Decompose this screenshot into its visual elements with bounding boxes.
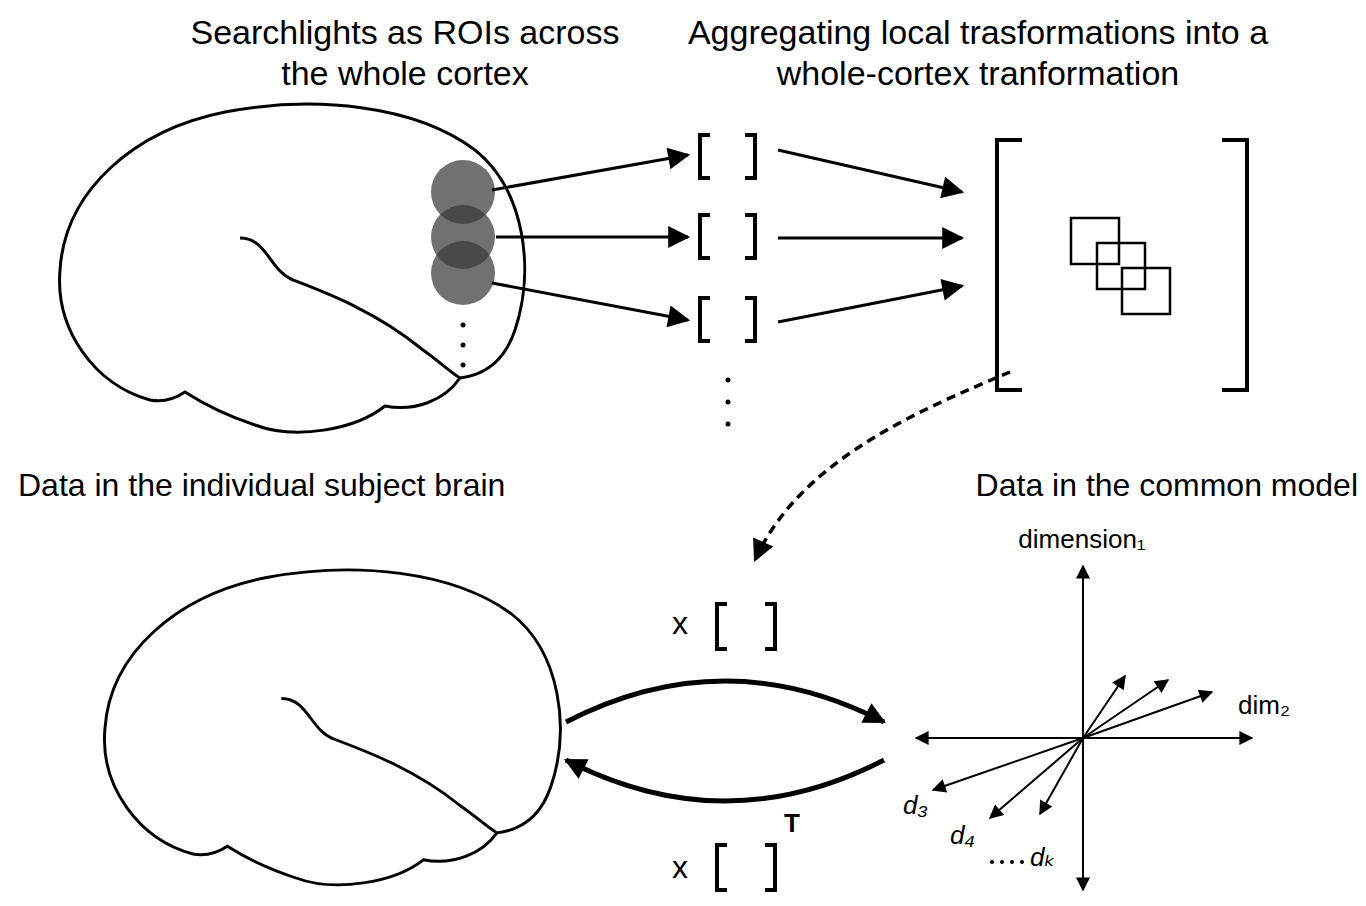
matrix-bracket (700, 298, 755, 341)
arrow (778, 237, 962, 240)
arrow (778, 150, 962, 192)
axis-label: dim₂ (1238, 690, 1290, 722)
searchlight-circles (431, 160, 495, 368)
axes (916, 566, 1252, 890)
block-square (1071, 218, 1119, 264)
big-matrix (997, 140, 1247, 390)
axis (1082, 566, 1084, 738)
matrix-brackets (717, 604, 775, 890)
transform-arrow (566, 681, 884, 722)
block-square (1122, 268, 1170, 314)
transpose-mark: T (784, 808, 800, 840)
ellipsis-dot (461, 343, 466, 348)
matrix-brackets (700, 135, 755, 341)
ellipsis (726, 378, 731, 427)
vector (1083, 680, 1168, 738)
axis (1082, 738, 1084, 890)
vector (1083, 692, 1212, 738)
ellipsis-dot (1020, 860, 1024, 864)
matrix-bracket (997, 140, 1022, 390)
axis (1083, 737, 1252, 739)
ellipsis-dot (726, 400, 731, 405)
arrow (492, 155, 688, 190)
axis-label: dimension₁ (1018, 524, 1145, 556)
axis-label: d₃ (903, 790, 928, 822)
dashed-arrow (755, 372, 1010, 560)
arrows (492, 150, 962, 322)
matrix-bracket (700, 135, 755, 178)
section-label: Data in the common model (976, 466, 1358, 505)
sylvian-fissure (240, 238, 460, 378)
vector (1040, 738, 1083, 814)
ellipsis (990, 860, 1024, 864)
axis (916, 737, 1083, 739)
ellipsis-dot (1010, 860, 1014, 864)
matrix-bracket (717, 845, 775, 890)
searchlight (431, 241, 495, 305)
operator-symbol: x (672, 604, 688, 643)
matrix-bracket (700, 215, 755, 258)
sylvian-fissure (281, 698, 497, 832)
axis-label: dₖ (1030, 842, 1056, 874)
matrix-bracket (1222, 140, 1247, 390)
brain-outline (60, 104, 525, 432)
panel-heading: Searchlights as ROIs across the whole co… (185, 12, 625, 95)
transform-arrow (566, 760, 884, 801)
ellipsis-dot (461, 363, 466, 368)
operator-symbol: x (672, 848, 688, 887)
ellipsis-dot (726, 422, 731, 427)
ellipsis-dot (726, 378, 731, 383)
ellipsis-dot (461, 323, 466, 328)
vector (990, 738, 1083, 818)
arrow (492, 283, 688, 320)
section-label: Data in the individual subject brain (18, 466, 505, 505)
ellipsis-dot (1000, 860, 1004, 864)
vector (1083, 676, 1125, 738)
brain-outline (104, 570, 560, 885)
arrow (496, 236, 688, 239)
panel-heading: Aggregating local trasformations into a … (663, 12, 1293, 95)
brain-outline (104, 570, 560, 885)
matrix-bracket (717, 604, 775, 649)
brain-outline (60, 104, 525, 432)
vector (933, 738, 1083, 790)
ellipsis-dot (990, 860, 994, 864)
arrow (778, 286, 962, 322)
axis-label: d₄ (950, 820, 975, 852)
block-squares (1071, 218, 1170, 314)
